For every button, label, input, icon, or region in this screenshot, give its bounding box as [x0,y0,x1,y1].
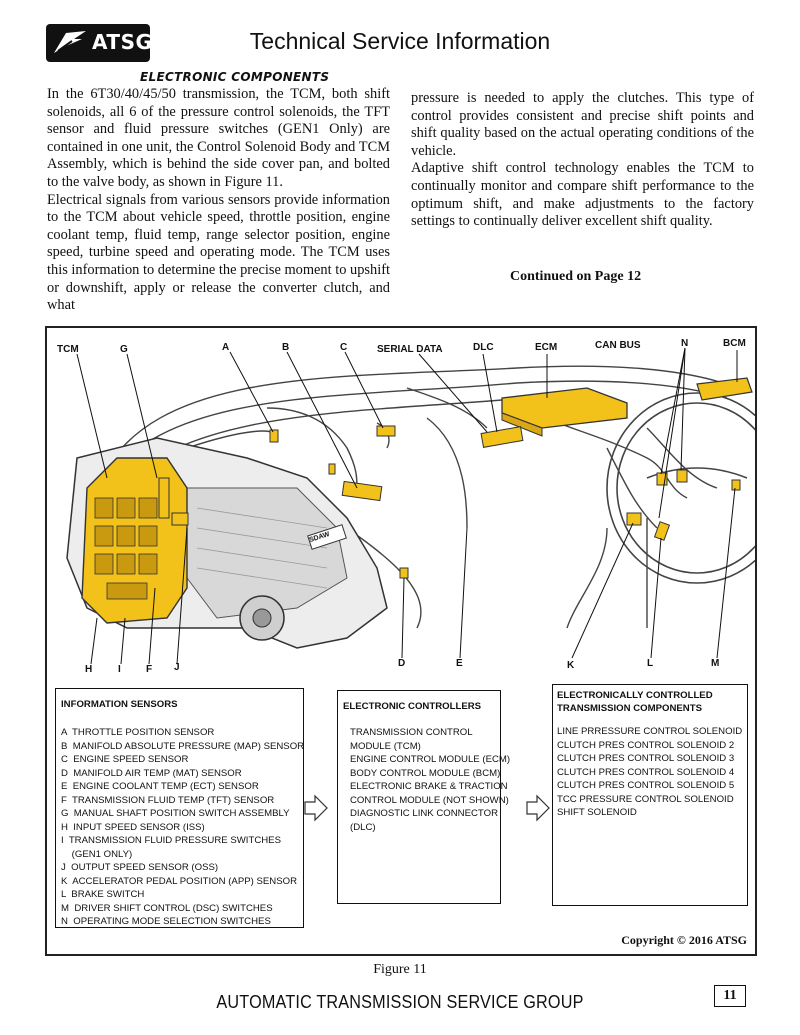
list-item: SHIFT SOLENOID [557,807,637,818]
list-item: CLUTCH PRES CONTROL SOLENOID 2 [557,739,735,751]
callout-dlc: DLC [473,342,494,353]
callout-j: J [174,662,180,673]
list-item: CLUTCH PRES CONTROL SOLENOID 3 [557,753,735,764]
callout-e: E [456,658,463,669]
section-heading: ELECTRONIC COMPONENTS [140,70,330,84]
list-item: DIAGNOSTIC LINK CONNECTOR [350,808,499,819]
callout-g: G [120,344,128,355]
callout-c: C [340,342,348,353]
callout-b: B [282,342,290,353]
footer: AUTOMATIC TRANSMISSION SERVICE GROUP [216,992,584,1012]
component-illustration [66,347,755,822]
list-item: ENGINE CONTROL MODULE (ECM) [350,754,511,765]
logo-text: ATSG [92,30,153,54]
eagle-icon [54,31,86,53]
legend-title: ELECTRONIC CONTROLLERS [343,701,482,712]
list-item: F TRANSMISSION FLUID TEMP (TFT) SENSOR [61,794,275,806]
list-item: D MANIFOLD AIR TEMP (MAT) SENSOR [61,767,242,779]
legend-information-sensors: INFORMATION SENSORS A THROTTLE POSITION … [55,688,304,928]
list-item: J OUTPUT SPEED SENSOR (OSS) [61,862,219,873]
body-left-column: In the 6T30/40/45/50 transmission, the T… [47,86,390,315]
controller-list: TRANSMISSION CONTROL MODULE (TCM) ENGINE… [350,726,510,834]
list-item: (DLC) [350,821,376,833]
list-item: (GEN1 ONLY) [61,848,133,860]
legend-title: ELECTRONICALLY CONTROLLED [557,690,713,701]
list-item: TRANSMISSION CONTROL [350,727,473,738]
list-item: LINE PRRESSURE CONTROL SOLENOID [557,726,743,737]
list-item: MODULE (TCM) [350,740,421,752]
callout-h: H [85,664,93,675]
page-number: 11 [714,985,746,1007]
list-item: G MANUAL SHAFT POSITION SWITCH ASSEMBLY [61,808,290,819]
callout-tcm: TCM [57,344,79,355]
legend-electronic-controllers: ELECTRONIC CONTROLLERS TRANSMISSION CONT… [337,690,510,904]
list-item: CLUTCH PRES CONTROL SOLENOID 4 [557,766,735,778]
legend-title: TRANSMISSION COMPONENTS [557,703,702,714]
list-item: I TRANSMISSION FLUID PRESSURE SWITCHES [61,835,281,846]
list-item: N OPERATING MODE SELECTION SWITCHES [61,916,271,927]
list-item: CLUTCH PRES CONTROL SOLENOID 5 [557,780,735,791]
page-title: Technical Service Information [249,28,551,54]
callout-can-bus: CAN BUS [595,340,641,351]
callout-f: F [146,664,153,675]
list-item: H INPUT SPEED SENSOR (ISS) [61,821,205,833]
callout-bcm: BCM [723,338,746,349]
list-item: B MANIFOLD ABSOLUTE PRESSURE (MAP) SENSO… [61,740,305,752]
list-item: L BRAKE SWITCH [61,889,145,900]
copyright: Copyright © 2016 ATSG [621,933,747,947]
callout-k: K [567,660,575,671]
list-item: ELECTRONIC BRAKE & TRACTION [350,781,508,792]
component-list: LINE PRRESSURE CONTROL SOLENOID CLUTCH P… [557,725,742,820]
sensor-list: A THROTTLE POSITION SENSOR B MANIFOLD AB… [61,726,304,929]
list-item: BODY CONTROL MODULE (BCM) [350,767,501,779]
callout-n: N [681,338,689,349]
callout-serial-data: SERIAL DATA [377,344,443,355]
atsg-logo: ATSG [46,24,153,62]
figure-11: TCM G A B C SERIAL DATA DLC ECM CAN BUS … [45,326,757,956]
body-right-column: pressure is needed to apply the clutches… [411,90,754,231]
paragraph: Electrical signals from various sensors … [47,191,390,314]
legend-title: INFORMATION SENSORS [61,699,178,710]
continued-note: Continued on Page 12 [510,269,642,284]
list-item: A THROTTLE POSITION SENSOR [61,727,215,738]
callout-m: M [711,658,720,669]
list-item: CONTROL MODULE (NOT SHOWN) [350,794,509,806]
list-item: E ENGINE COOLANT TEMP (ECT) SENSOR [61,781,259,792]
callout-a: A [222,342,230,353]
figure-caption: Figure 11 [373,962,427,977]
callout-ecm: ECM [535,342,558,353]
paragraph: Adaptive shift control technology enable… [411,160,754,230]
callout-l: L [647,658,654,669]
list-item: M DRIVER SHIFT CONTROL (DSC) SWITCHES [61,902,273,914]
callout-i: I [118,664,121,675]
paragraph: pressure is needed to apply the clutches… [411,90,754,159]
paragraph: In the 6T30/40/45/50 transmission, the T… [47,86,390,190]
list-item: K ACCELERATOR PEDAL POSITION (APP) SENSO… [61,875,297,887]
callout-d: D [398,658,406,669]
list-item: C ENGINE SPEED SENSOR [61,754,189,765]
legend-electronically-controlled-components: ELECTRONICALLY CONTROLLED TRANSMISSION C… [552,684,748,906]
list-item: TCC PRESSURE CONTROL SOLENOID [557,793,734,805]
